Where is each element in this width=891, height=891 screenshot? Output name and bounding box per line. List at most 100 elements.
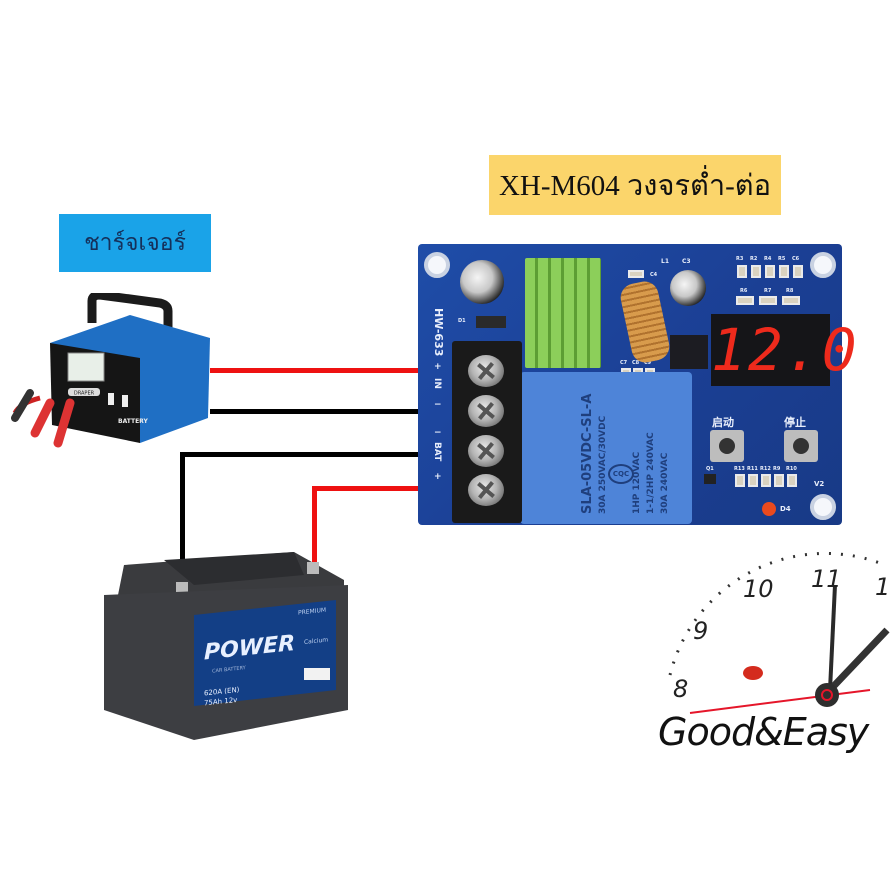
minute-hand	[828, 584, 837, 691]
mount-hole	[424, 252, 450, 278]
capacitor-large	[460, 260, 504, 304]
r3-label: R3	[736, 256, 744, 262]
smd-r10	[787, 474, 797, 487]
terminal-screw-bat-positive[interactable]	[468, 474, 504, 506]
c7-label: C7	[620, 360, 628, 366]
car-battery: POWER CAR BATTERY PREMIUM Calcium 620A (…	[104, 540, 348, 745]
terminal-label-bat-minus: −	[434, 428, 442, 438]
board-model-text: HW-633	[432, 308, 445, 357]
brand-wordmark: Good&Easy	[658, 710, 869, 754]
clock-ticks	[668, 551, 886, 676]
battery-label	[194, 600, 336, 706]
r6-label: R6	[740, 288, 748, 294]
wire-bat-negative-horizontal	[180, 452, 470, 457]
smd-r4	[765, 265, 775, 278]
charger-panel-text: BATTERY	[118, 418, 148, 425]
diode-label: D1	[458, 318, 466, 324]
relay-rating-3: 1-1/2HP 240VAC	[646, 432, 656, 514]
smd-r12	[761, 474, 771, 487]
wire-in-negative	[210, 409, 472, 414]
r10-label: R10	[786, 466, 797, 472]
module-title-label: XH-M604 วงจรต่ำ-ต่อ	[489, 155, 781, 215]
smd-r2	[751, 265, 761, 278]
battery-type: Calcium	[304, 636, 328, 646]
smd-r5	[779, 265, 789, 278]
ammeter	[67, 352, 105, 382]
terminal-screw-bat-negative[interactable]	[468, 435, 504, 467]
clock-number-9: 9	[693, 617, 709, 645]
clock-number-8: 8	[673, 675, 689, 703]
second-hand	[689, 689, 871, 714]
r2-label: R2	[750, 256, 758, 262]
c4-label: C4	[650, 272, 658, 278]
diode	[476, 316, 506, 328]
stop-button-label: 停止	[784, 416, 806, 429]
relay-rating-1: 30A 250VAC/30VDC	[598, 415, 608, 514]
black-clamp	[11, 389, 34, 422]
red-clamp	[30, 398, 55, 438]
smd-c6	[793, 265, 803, 278]
mount-hole	[810, 252, 836, 278]
c8-label: C8	[632, 360, 640, 366]
capacitor-c3	[670, 270, 706, 306]
terminal-label-bat-plus: +	[434, 472, 442, 482]
relay-model: SLA-05VDC-SL-A	[580, 393, 595, 514]
relay-rating-2: 1HP 120VAC	[632, 451, 642, 514]
r11-label: R11	[747, 466, 758, 472]
terminal-screw-in-negative[interactable]	[468, 395, 504, 427]
charger-label: ชาร์จเจอร์	[59, 214, 211, 272]
cqc-mark: CQC	[608, 464, 634, 484]
start-button[interactable]	[710, 430, 744, 462]
r7-label: R7	[764, 288, 772, 294]
r5-label: R5	[778, 256, 786, 262]
brand-badge	[68, 388, 100, 396]
terminal-label-in-plus: +	[434, 362, 442, 372]
wire-in-positive	[210, 368, 472, 373]
charger-handle	[87, 290, 173, 331]
clock-number-11: 11	[811, 565, 842, 593]
battery-grade: PREMIUM	[298, 607, 326, 617]
ic-chip	[670, 335, 708, 369]
positive-post	[307, 562, 319, 574]
wire-bat-negative-vertical	[180, 452, 185, 597]
c9-label: C9	[644, 360, 652, 366]
start-button-label: 启动	[712, 416, 734, 429]
r8-label: R8	[786, 288, 794, 294]
smd-r6	[736, 296, 754, 305]
battery-charger: DRAPER BATTERY	[10, 290, 210, 448]
hour-hand	[827, 627, 890, 693]
clock-center	[815, 683, 839, 707]
negative-post	[176, 582, 188, 594]
terminal-screw-in-positive[interactable]	[468, 355, 504, 387]
r9-label: R9	[773, 466, 781, 472]
inductor-label: L1	[661, 258, 669, 265]
switch-1	[108, 393, 114, 405]
battery-spec-cca: 620A (EN)	[204, 685, 240, 698]
smd-r3	[737, 265, 747, 278]
barcode	[304, 668, 330, 680]
led-label: D4	[780, 505, 791, 513]
transistor-q1	[704, 474, 716, 484]
terminal-label-in-minus: −	[434, 400, 442, 410]
voltage-display: 12.0	[711, 314, 857, 386]
c3-label: C3	[682, 258, 691, 265]
wire-bat-positive-horizontal	[312, 486, 470, 491]
smd-r11	[748, 474, 758, 487]
good-easy-clock-logo: 8 9 10 11 1	[655, 545, 891, 760]
q1-label: Q1	[706, 466, 714, 472]
switch-2	[122, 395, 128, 407]
terminal-label-bat: BAT	[432, 442, 442, 462]
stop-button[interactable]	[784, 430, 818, 462]
terminal-label-in: IN	[432, 378, 442, 389]
c6-label: C6	[792, 256, 800, 262]
wire-bat-positive-vertical	[312, 486, 317, 566]
smd-r7	[759, 296, 777, 305]
smd-r13	[735, 474, 745, 487]
smd-c4	[628, 270, 644, 278]
clock-number-10: 10	[743, 575, 774, 603]
smd-r9	[774, 474, 784, 487]
smd-r8	[782, 296, 800, 305]
r13-label: R13	[734, 466, 745, 472]
relay: SLA-05VDC-SL-A 30A 250VAC/30VDC CQC 1HP …	[520, 372, 692, 524]
mount-hole	[810, 494, 836, 520]
